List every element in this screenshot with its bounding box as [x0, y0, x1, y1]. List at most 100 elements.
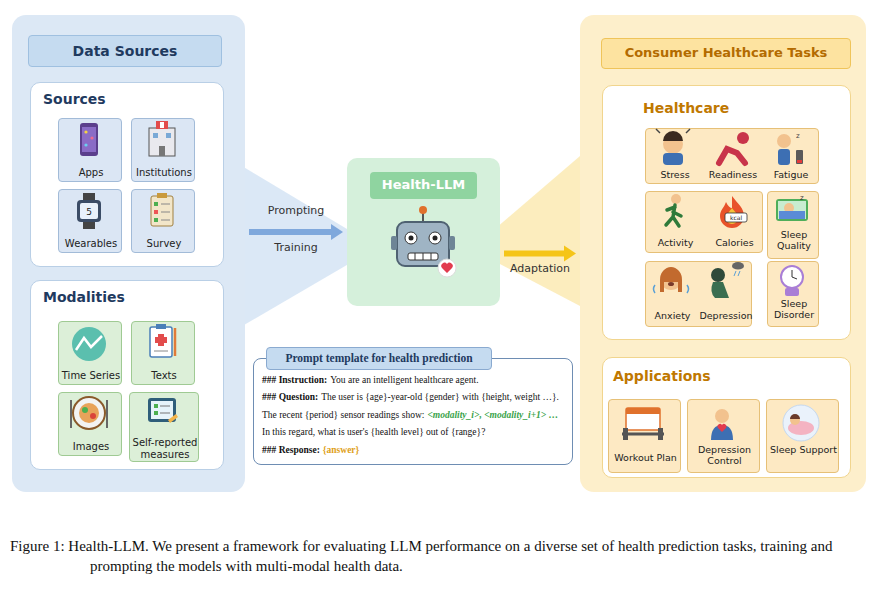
prompt-line: In this regard, what is user's {health l… [262, 427, 485, 437]
sleep-quality-icon-part [779, 211, 805, 219]
group-box: ModalitiesTime SeriesTextsImagesSelf-rep… [30, 280, 224, 470]
depression-control-icon-part [715, 409, 729, 423]
activity-icon-part [671, 194, 681, 204]
survey-icon-part [161, 212, 170, 213]
robot-icon-part [441, 263, 452, 273]
depression-icon-part [711, 282, 729, 298]
tile-label: Sleep Quality [768, 230, 820, 252]
robot-icon-part [449, 236, 455, 250]
prompt-text: In this regard, what is user's {health l… [262, 427, 485, 437]
time-series-icon-part [72, 327, 106, 361]
depression-control-icon-part [711, 425, 733, 440]
flow-arrow [504, 246, 576, 262]
sleep-quality-icon: z [776, 194, 808, 221]
institutions-icon-part [156, 121, 168, 129]
flow-arrow-part [249, 229, 331, 235]
apps-icon-part [90, 136, 93, 139]
robot-icon-part [433, 236, 438, 241]
prompt-line: ### Response:{answer} [262, 445, 359, 455]
survey-icon-part [154, 202, 158, 206]
calories-icon-part [720, 196, 744, 228]
anxiety-icon [654, 267, 689, 293]
sleep-support-icon-part [790, 414, 800, 419]
sleep-disorder-icon [781, 266, 803, 296]
fatigue-icon-part [796, 150, 803, 164]
texts-icon-part [154, 351, 168, 352]
robot-icon-part [409, 236, 414, 241]
institutions-icon [149, 121, 175, 156]
images-icon-part [79, 403, 99, 423]
activity-icon [666, 194, 681, 226]
robot-icon-part [397, 222, 449, 266]
icon-tile: AnxietyDepression [645, 261, 752, 327]
workout-icon-part [658, 428, 663, 440]
fatigue-icon-part [797, 160, 802, 163]
survey-icon-part [161, 220, 170, 221]
institutions-icon-part [159, 146, 165, 156]
tile-label: Workout Plan [609, 453, 682, 464]
tile-label: Anxiety [646, 311, 699, 322]
depression-icon-part [732, 262, 744, 270]
prompt-text: The recent {period} sensor readings show… [262, 410, 424, 420]
prompt-line: The recent {period} sensor readings show… [262, 410, 558, 420]
sleep-support-icon-part [790, 415, 800, 425]
images-icon-part [70, 400, 72, 428]
box-heading: Applications [613, 368, 783, 384]
prompt-line: ### Question:The user is {age}-year-old … [262, 392, 559, 402]
tile-label: Apps [59, 167, 123, 179]
stress-icon-part [686, 129, 690, 133]
robot-icon [391, 206, 456, 277]
images-icon-part [106, 400, 108, 428]
tile-label: Images [59, 441, 123, 453]
images-icon [71, 397, 107, 429]
self-report-icon-part [168, 414, 178, 423]
time-series-icon-part [76, 336, 102, 350]
flow-arrow-part [331, 224, 343, 240]
images-icon-part [73, 397, 105, 429]
stress-icon-part [663, 153, 683, 165]
tile-label: Time Series [59, 370, 123, 382]
sleep-quality-icon-part: z [800, 194, 804, 202]
prompt-line: ### Instruction:You are an intelligent h… [262, 375, 479, 385]
anxiety-icon-part [668, 282, 674, 286]
sleep-disorder-icon-part [785, 288, 799, 296]
fatigue-icon-part [777, 134, 791, 148]
tile-label: Self-reported measures [130, 437, 200, 460]
tile-label: Institutions [132, 167, 196, 179]
calories-icon: kcal [720, 196, 747, 228]
apps-icon [80, 123, 98, 156]
box-heading: Modalities [43, 289, 213, 305]
flow-arrow-part [504, 251, 564, 257]
workout-icon-part [626, 408, 660, 430]
depression-icon-part [734, 271, 740, 276]
prompt-text: The user is {age}-year-old {gender} with… [321, 392, 559, 402]
tile-label: Sleep Support [767, 445, 840, 456]
sleep-support-icon-part [783, 405, 819, 441]
robot-icon-part [419, 206, 427, 214]
self-report-icon-part [160, 406, 170, 407]
wearables-icon-part [77, 200, 101, 222]
flow-arrow-part [564, 246, 576, 262]
texts-icon-part [150, 327, 172, 357]
group-box: SourcesAppsInstitutionsWearablesSurvey [30, 82, 224, 267]
prompt-text: ### Response: [262, 445, 320, 455]
wearables-icon-part: 5 [86, 207, 92, 217]
model-title: Health-LLM [370, 172, 477, 199]
robot-icon-part [415, 253, 416, 260]
sleep-quality-icon-part [778, 201, 806, 219]
tile-label: Depression [699, 311, 753, 322]
apps-icon-part [84, 130, 87, 133]
apps-icon-part [84, 143, 87, 146]
texts-icon-part [174, 328, 177, 356]
tile-label: Readiness [704, 170, 762, 181]
tile-label: Survey [132, 238, 196, 250]
institutions-icon-part [160, 122, 164, 128]
self-report-icon-part [154, 411, 158, 415]
stress-icon-part [656, 129, 660, 133]
survey-icon-part [161, 204, 170, 205]
source-panel: Data SourcesSourcesAppsInstitutionsWeara… [12, 15, 245, 492]
anxiety-icon-part [654, 285, 689, 293]
images-icon-part [82, 407, 88, 413]
workout-icon-part [623, 428, 628, 440]
